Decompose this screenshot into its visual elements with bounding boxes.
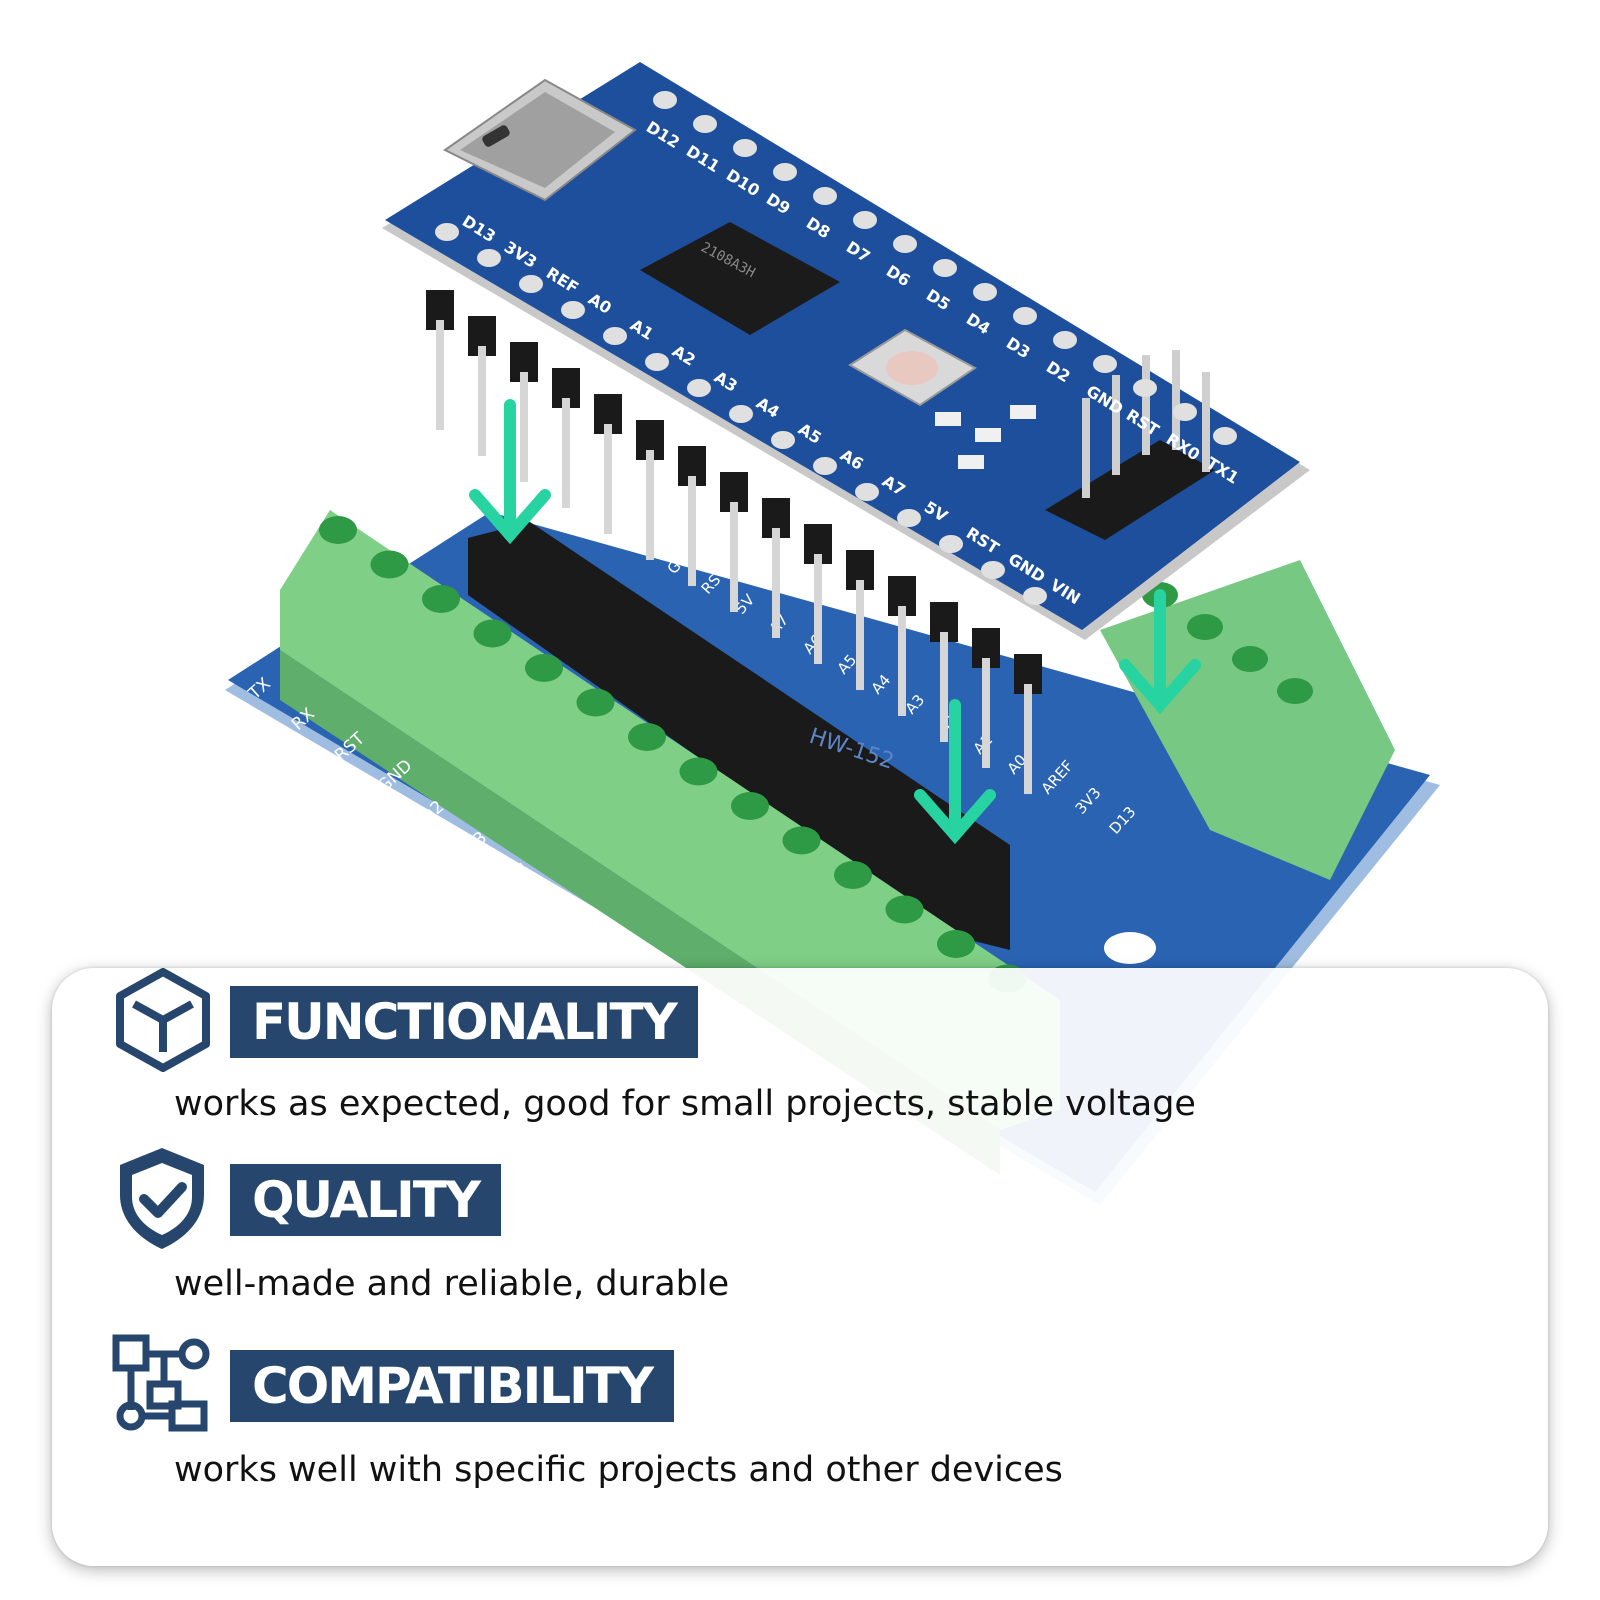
- terminal-screw: [834, 861, 872, 889]
- status-leds: [935, 405, 1036, 469]
- quality-badge: QUALITY: [230, 1164, 502, 1236]
- pin-pad: [653, 91, 677, 109]
- pin-pad: [897, 509, 921, 527]
- terminal-screw: [473, 619, 512, 648]
- pin-pad: [933, 259, 957, 277]
- pin-pad: [519, 275, 543, 293]
- terminal-screw: [937, 930, 975, 958]
- header-pin: [940, 632, 948, 742]
- pin-pad: [939, 535, 963, 553]
- header-pin: [898, 606, 906, 716]
- pin-pad: [693, 115, 717, 133]
- terminal-screw: [422, 585, 460, 613]
- terminal-screw: [525, 654, 563, 682]
- header-pin: [688, 476, 696, 586]
- header-pin: [814, 554, 822, 664]
- pin-pad: [1093, 355, 1117, 373]
- terminal-screw: [1232, 646, 1268, 672]
- icsp-header: [1045, 350, 1215, 540]
- terminal-screw: [319, 516, 357, 544]
- nano-board: 2108A3H D12D11D10D9D8D7D6D5D4D3D2GNDRSTR…: [382, 62, 1310, 794]
- header-pin: [436, 320, 444, 430]
- terminal-screw: [782, 826, 821, 855]
- terminal-screws: [319, 516, 1313, 993]
- terminal-screw: [1277, 678, 1313, 704]
- header-pin: [604, 424, 612, 534]
- pin-pad: [561, 301, 585, 319]
- pin-pad: [773, 163, 797, 181]
- header-pin: [478, 346, 486, 456]
- pin-pad: [813, 457, 837, 475]
- header-pin: [730, 502, 738, 612]
- reset-button-graphic: [848, 328, 977, 407]
- terminal-screw: [885, 895, 924, 924]
- header-pin: [982, 658, 990, 768]
- header-pin: [772, 528, 780, 638]
- pin-pad: [603, 327, 627, 345]
- arrow-down-icon: [1119, 589, 1201, 715]
- features-card: FUNCTIONALITY works as expected, good fo…: [52, 968, 1548, 1566]
- pin-pad: [687, 379, 711, 397]
- pin-pad: [813, 187, 837, 205]
- terminal-screw: [370, 550, 409, 579]
- pin-pad: [1013, 307, 1037, 325]
- usb-connector: [443, 78, 637, 202]
- nano-pin-pads: [435, 91, 1237, 605]
- shield-pin-label: D6: [589, 921, 620, 952]
- pin-pad: [1053, 331, 1077, 349]
- quality-description: well-made and reliable, durable: [174, 1264, 730, 1304]
- header-pin: [520, 372, 528, 482]
- pin-pad: [981, 561, 1005, 579]
- compatibility-description: works well with specific projects and ot…: [174, 1450, 1063, 1490]
- arrow-down-icon: [914, 699, 996, 845]
- compatibility-badge: COMPATIBILITY: [230, 1350, 675, 1422]
- pin-pad: [733, 139, 757, 157]
- pin-pad: [855, 483, 879, 501]
- shield-check-icon: [120, 1148, 204, 1249]
- pin-pad: [729, 405, 753, 423]
- pin-pad: [1173, 403, 1197, 421]
- arrow-down-icon: [469, 399, 551, 545]
- header-pin: [646, 450, 654, 560]
- pin-pad: [477, 249, 501, 267]
- terminal-screw: [731, 792, 769, 820]
- microcontroller-chip: 2108A3H: [640, 222, 840, 335]
- header-pin: [856, 580, 864, 690]
- cube-icon: [116, 968, 210, 1072]
- terminal-screw: [628, 723, 666, 751]
- pin-pad: [1213, 427, 1237, 445]
- terminal-screw: [1187, 614, 1223, 640]
- insertion-arrows: [469, 399, 1201, 845]
- functionality-badge: FUNCTIONALITY: [230, 986, 698, 1058]
- terminal-screw: [576, 688, 615, 717]
- pin-pad: [435, 223, 459, 241]
- pin-pad: [645, 353, 669, 371]
- header-pin: [562, 398, 570, 508]
- terminal-screw: [679, 757, 718, 786]
- pin-pad: [853, 211, 877, 229]
- pin-pad: [973, 283, 997, 301]
- pin-pad: [1023, 587, 1047, 605]
- flowchart-icon: [112, 1334, 210, 1432]
- pin-pad: [893, 235, 917, 253]
- functionality-description: works as expected, good for small projec…: [174, 1084, 1196, 1124]
- header-pin: [1024, 684, 1032, 794]
- pin-pad: [1133, 379, 1157, 397]
- header-pins: [426, 290, 1042, 794]
- pin-pad: [771, 431, 795, 449]
